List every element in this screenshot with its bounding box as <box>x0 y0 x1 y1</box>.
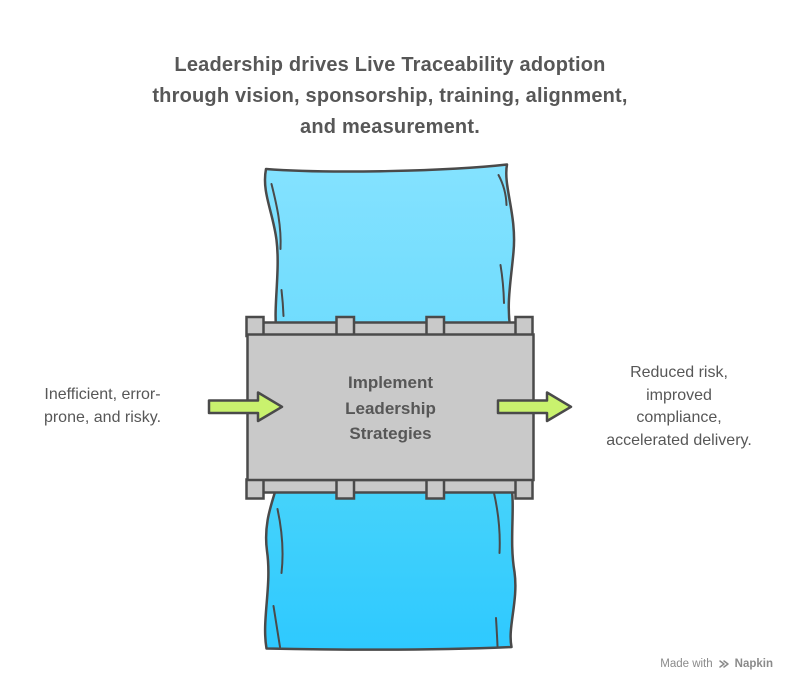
diagram-title: Leadership drives Live Traceability adop… <box>152 54 628 138</box>
bridge-process-label: Implement Leadership Strategies <box>345 373 436 443</box>
water-flow-lines <box>270 174 508 648</box>
output-state-label: Reduced risk, improved compliance, accel… <box>606 364 752 449</box>
river-lower <box>263 481 517 651</box>
napkin-logo-icon <box>718 660 729 668</box>
river-upper <box>263 163 516 335</box>
bridge-deck <box>246 333 535 482</box>
bridge-railings <box>245 315 534 500</box>
arrow-right-icon <box>496 391 573 423</box>
arrow-right-icon <box>207 391 284 423</box>
input-state-label: Inefficient, error- prone, and risky. <box>43 386 162 426</box>
made-with-napkin-watermark: Made with Napkin <box>660 658 773 670</box>
watermark-brand: Napkin <box>734 658 773 670</box>
watermark-prefix: Made with <box>660 658 713 670</box>
